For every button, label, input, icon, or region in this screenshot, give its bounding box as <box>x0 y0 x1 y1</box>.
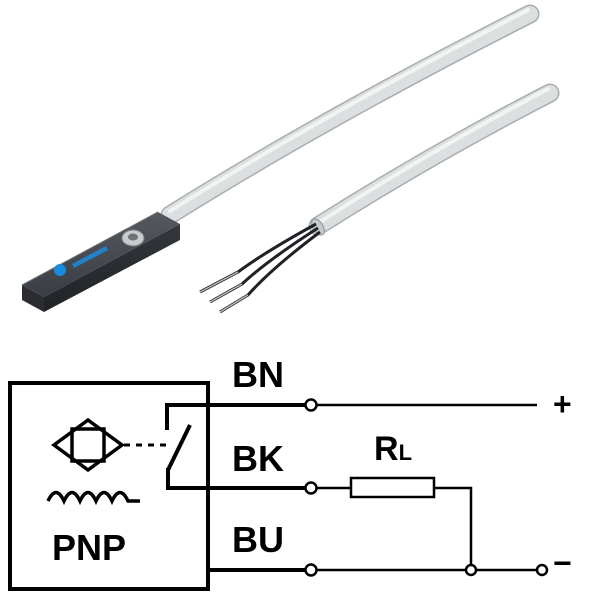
clamping-screw <box>121 229 145 247</box>
cable-end <box>308 83 560 236</box>
minus-terminal <box>535 563 549 577</box>
bu-terminal <box>304 563 318 577</box>
load-resistor <box>349 476 436 499</box>
bk-label: BK <box>232 438 284 479</box>
bk-terminal <box>304 481 318 495</box>
load-label-r: R <box>374 430 399 468</box>
product-photo <box>21 4 560 314</box>
output-switch-symbol <box>165 403 305 490</box>
plus-label: + <box>553 386 572 422</box>
sensing-element-symbol <box>51 417 125 473</box>
stripped-wires <box>199 222 321 314</box>
wiring-diagram <box>8 381 549 591</box>
junction-node <box>464 563 478 577</box>
bn-terminal <box>304 398 318 412</box>
sensor-body <box>21 211 180 312</box>
pnp-label: PNP <box>52 527 127 568</box>
brand-logo <box>54 246 108 276</box>
load-label: RL <box>374 432 412 466</box>
load-label-subscript: L <box>398 440 413 465</box>
bn-label: BN <box>232 354 284 395</box>
minus-label: − <box>553 545 572 581</box>
bu-label: BU <box>232 519 284 560</box>
load-return-wire <box>434 486 473 566</box>
coil-symbol <box>46 490 140 506</box>
sensor-cable <box>160 4 540 225</box>
